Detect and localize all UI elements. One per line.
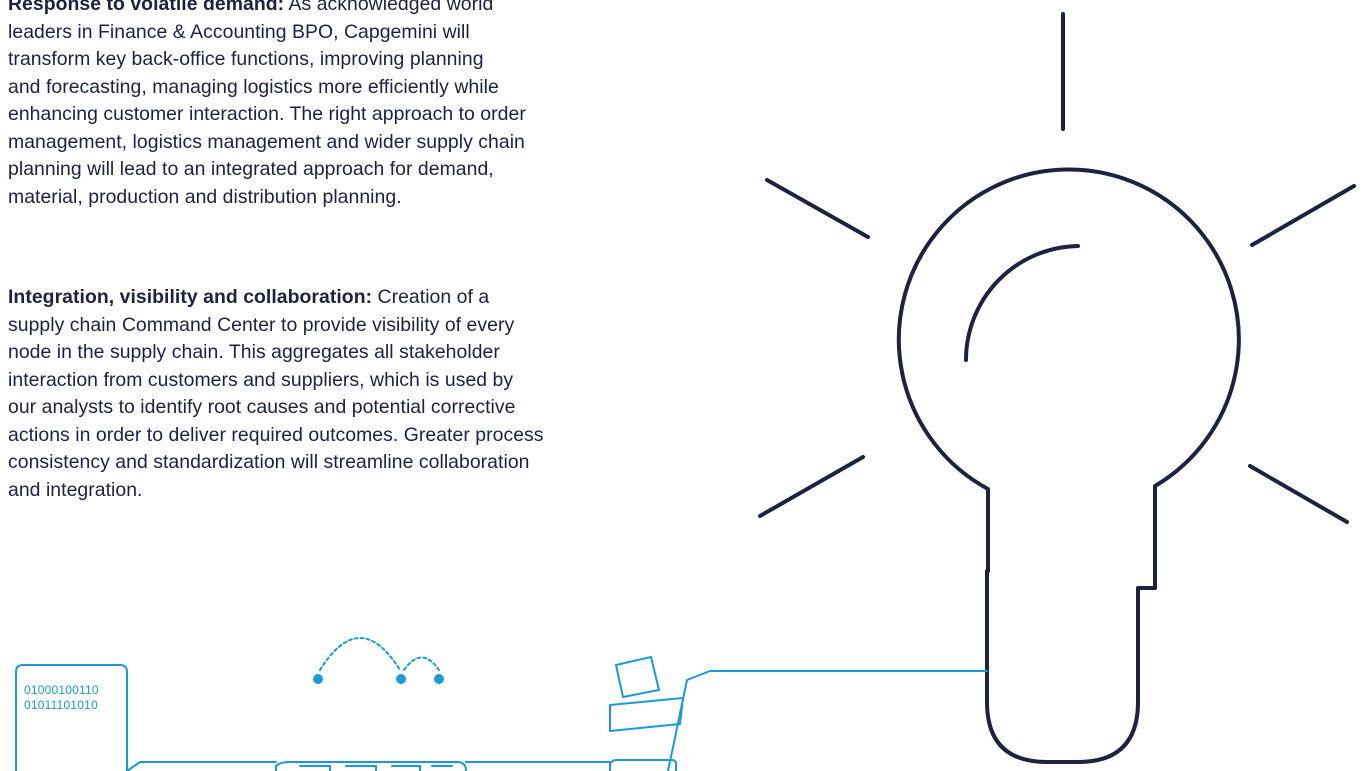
paragraph-line: material, production and distribution pl… — [8, 185, 402, 208]
node-dot — [434, 674, 444, 684]
paragraph-line: planning will lead to an integrated appr… — [8, 158, 494, 180]
paragraph-line: our analysts to identify root causes and… — [8, 396, 516, 418]
paragraph-line: and integration. — [8, 478, 143, 501]
paragraph-heading: Response to volatile demand: — [8, 0, 285, 15]
paragraph-line: supply chain Command Center to provide v… — [8, 313, 515, 336]
lightbulb-icon — [758, 12, 1356, 764]
paragraph-line: and forecasting, managing logistics more… — [8, 75, 499, 98]
paragraph-integration: Integration, visibility and collaboratio… — [8, 284, 698, 504]
paragraph-heading: Integration, visibility and collaboratio… — [8, 286, 373, 308]
bulb-shine — [964, 244, 1080, 362]
connector-line — [667, 670, 988, 771]
printer-icon — [609, 656, 684, 771]
ray-upper-left — [765, 178, 870, 239]
network-dots — [313, 674, 444, 684]
binary-code-text: 01000100110 01011101010 — [24, 683, 99, 713]
paragraph-line: management, logistics management and wid… — [8, 130, 525, 153]
paragraph-line: As acknowledged world — [284, 0, 494, 15]
paragraph-line: consistency and standardization will str… — [8, 451, 530, 473]
ray-lower-right — [1248, 464, 1349, 524]
paragraph-line: enhancing customer interaction. The righ… — [8, 103, 526, 125]
binary-line: 01011101010 — [24, 698, 98, 712]
binary-code-icon — [15, 664, 128, 771]
supply-chain-graphic — [15, 637, 988, 771]
node-dot — [313, 674, 323, 684]
ray-upper-right — [1250, 184, 1356, 247]
node-dot — [396, 674, 406, 684]
paragraph-line: actions in order to deliver required out… — [8, 423, 544, 446]
base-line — [126, 761, 277, 771]
paragraph-line: node in the supply chain. This aggregate… — [8, 341, 500, 363]
network-nodes-icon — [275, 637, 467, 771]
paragraph-volatile-demand: Response to volatile demand: As acknowle… — [8, 0, 698, 211]
ray-lower-left — [758, 455, 865, 518]
paragraph-line: leaders in Finance & Accounting BPO, Cap… — [8, 20, 470, 43]
binary-line: 01000100110 — [24, 683, 99, 697]
paragraph-line: transform key back-office functions, imp… — [8, 48, 484, 70]
bulb-outline — [896, 167, 1241, 764]
paragraph-line: interaction from customers and suppliers… — [8, 368, 514, 391]
paragraph-line: Creation of a — [372, 286, 490, 308]
